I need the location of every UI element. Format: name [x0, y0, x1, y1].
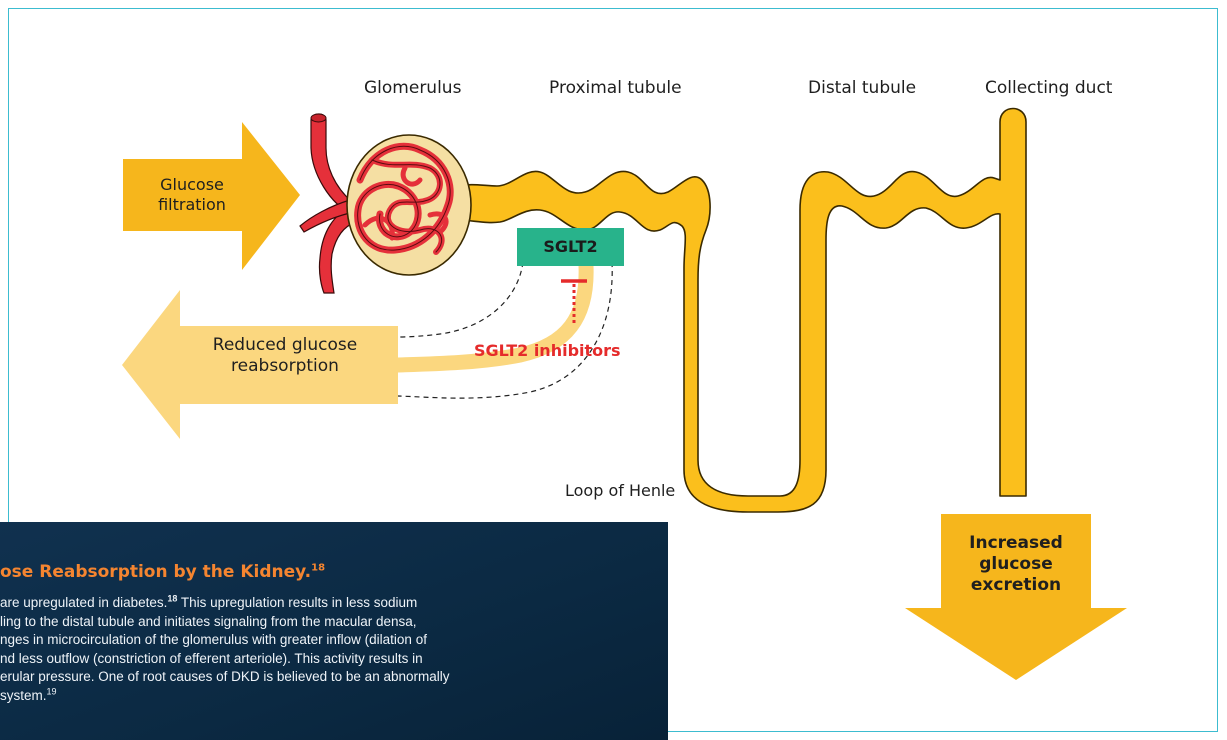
- info-panel-line-text: nd less outflow (constriction of efferen…: [0, 651, 423, 666]
- info-panel-line: erular pressure. One of root causes of D…: [0, 668, 644, 687]
- collecting-duct-label: Collecting duct: [985, 78, 1112, 98]
- vessel-opening: [311, 114, 326, 122]
- loop-of-henle-label: Loop of Henle: [565, 481, 675, 500]
- reduced-reabsorption-line-2: reabsorption: [190, 356, 380, 377]
- tubule-system: [458, 109, 1026, 513]
- info-panel-line-text: nges in microcirculation of the glomerul…: [0, 632, 427, 647]
- distal-tubule-label: Distal tubule: [808, 78, 916, 98]
- glucose-filtration-line-1: Glucose: [132, 175, 252, 195]
- glucose-filtration-line-2: filtration: [132, 195, 252, 215]
- increased-excretion-line-3: excretion: [946, 575, 1086, 596]
- afferent-arteriole: [311, 114, 352, 214]
- info-panel-line: nd less outflow (constriction of efferen…: [0, 650, 644, 669]
- info-panel-line-text: system.: [0, 688, 47, 703]
- info-panel-title-ref: 18: [311, 562, 325, 573]
- info-panel-line-ref: 18: [167, 594, 177, 604]
- glomerulus-label: Glomerulus: [364, 78, 461, 98]
- glucose-filtration-text: Glucose filtration: [132, 175, 252, 215]
- sglt2-inhibitors-label: SGLT2 inhibitors: [474, 341, 621, 360]
- info-panel-line: nges in microcirculation of the glomerul…: [0, 631, 644, 650]
- info-panel-body: are upregulated in diabetes.18 This upre…: [0, 594, 644, 705]
- sglt2-label: SGLT2: [517, 237, 624, 257]
- increased-excretion-line-2: glucose: [946, 554, 1086, 575]
- info-panel-line: system.19: [0, 687, 644, 706]
- reduced-reabsorption-line-1: Reduced glucose: [190, 335, 380, 356]
- info-panel-title: ose Reabsorption by the Kidney.18: [0, 562, 325, 582]
- proximal-tubule-label: Proximal tubule: [549, 78, 682, 98]
- info-panel-line: are upregulated in diabetes.18 This upre…: [0, 594, 644, 613]
- info-panel-line-ref: 19: [47, 687, 57, 697]
- info-panel-line-rest: This upregulation results in less sodium: [177, 595, 417, 610]
- reduced-reabsorption-text: Reduced glucose reabsorption: [190, 335, 380, 377]
- info-panel-line-text: are upregulated in diabetes.: [0, 595, 167, 610]
- info-panel-line: ling to the distal tubule and initiates …: [0, 613, 644, 632]
- info-panel-line-text: ling to the distal tubule and initiates …: [0, 614, 417, 629]
- info-panel-line-text: erular pressure. One of root causes of D…: [0, 669, 449, 684]
- increased-excretion-line-1: Increased: [946, 533, 1086, 554]
- info-panel-title-text: ose Reabsorption by the Kidney.: [0, 562, 311, 582]
- info-panel: ose Reabsorption by the Kidney.18 are up…: [0, 522, 668, 740]
- increased-excretion-text: Increased glucose excretion: [946, 533, 1086, 596]
